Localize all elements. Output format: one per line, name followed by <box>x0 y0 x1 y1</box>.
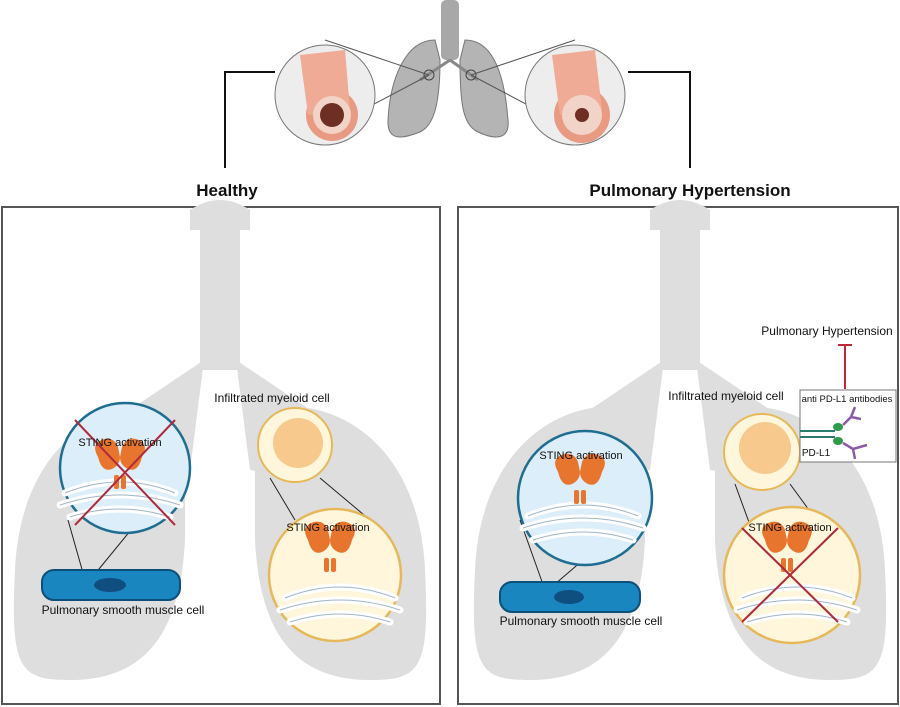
top-lung-illustration <box>324 0 576 138</box>
antibody-box <box>799 389 897 463</box>
ph-myeloid-sting-label: STING activation <box>748 522 831 534</box>
healthy-heading: Healthy <box>196 181 258 200</box>
antibody-icon <box>842 406 862 426</box>
healthy-pasmc-label: Pulmonary smooth muscle cell <box>42 603 205 617</box>
healthy-bracket <box>224 71 275 168</box>
ph-pasmc-sting-label: STING activation <box>539 450 622 462</box>
healthy-vessel-magnifier <box>274 44 376 146</box>
ph-myeloid-label: Infiltrated myeloid cell <box>668 389 783 403</box>
healthy-myeloid-label: Infiltrated myeloid cell <box>214 391 329 405</box>
healthy-panel: STING activation Pulmonary smooth muscle… <box>1 200 441 705</box>
ph-outcome-label: Pulmonary Hypertension <box>761 324 892 338</box>
ph-vessel-magnifier <box>524 44 626 146</box>
healthy-pasmc-sting-label: STING activation <box>78 437 161 449</box>
ph-heading: Pulmonary Hypertension <box>589 181 790 200</box>
healthy-myeloid-sting-label: STING activation <box>286 522 369 534</box>
pdl1-label: PD-L1 <box>802 448 831 459</box>
antibody-label: anti PD-L1 antibodies <box>802 394 893 405</box>
ph-pasmc-label: Pulmonary smooth muscle cell <box>500 614 663 628</box>
healthy-myeloid-zoom <box>267 507 403 643</box>
ph-bracket <box>628 71 691 168</box>
ph-panel: STING activation Pulmonary smooth muscle… <box>457 200 899 705</box>
